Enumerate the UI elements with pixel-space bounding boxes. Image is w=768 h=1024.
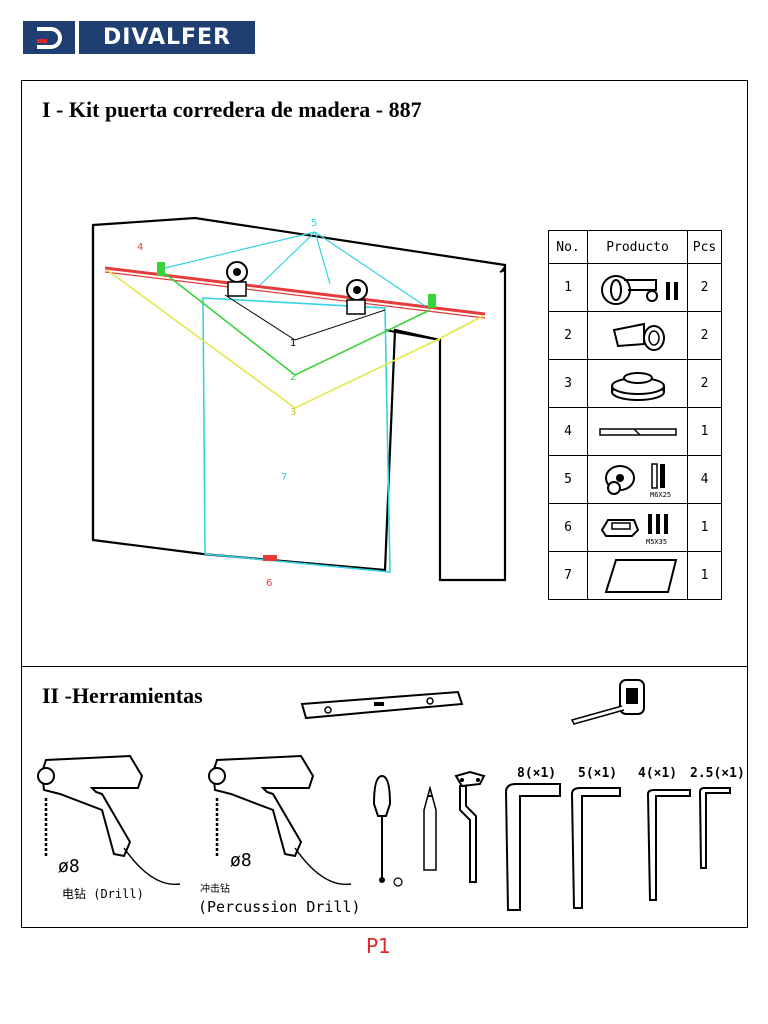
marker-6: 6 — [266, 578, 272, 589]
parts-table: No. Producto Pcs 1 2 2 2 3 2 4 1 5 M6X25 — [548, 230, 722, 600]
table-row: 2 2 — [548, 311, 722, 360]
content-frame — [21, 80, 748, 928]
screw-label: M6X25 — [650, 491, 671, 499]
table-row: 7 1 — [548, 551, 722, 600]
screw-label: M5X35 — [646, 538, 667, 546]
table-row: 3 2 — [548, 359, 722, 408]
marker-3: 3 — [290, 407, 296, 418]
table-row: 6 M5X35 1 — [548, 503, 722, 552]
row-no: 7 — [548, 551, 588, 600]
row-no: 5 — [548, 455, 588, 504]
table-row: 1 2 — [548, 263, 722, 312]
brand-name: DIVALFER — [79, 21, 255, 54]
hex-keys-icon — [504, 783, 731, 911]
percussion-drill-diameter: ø8 — [230, 850, 252, 871]
door-install-diagram: 5 4 1 2 3 7 6 — [91, 216, 507, 589]
brand-text: DIVALFER — [102, 25, 232, 50]
row-pcs: 2 — [687, 311, 722, 360]
row-no: 6 — [548, 503, 588, 552]
percussion-drill-label: (Percussion Drill) — [198, 898, 361, 916]
spirit-level-icon — [300, 690, 464, 720]
end-stop-icon — [587, 311, 688, 360]
section-divider — [21, 666, 748, 667]
wrench-icon — [454, 770, 486, 883]
row-no: 1 — [548, 263, 588, 312]
marker-7: 7 — [281, 472, 287, 483]
screwdriver-icon — [372, 774, 403, 887]
row-no: 2 — [548, 311, 588, 360]
marker-4: 4 — [137, 242, 143, 253]
wheel-hanger-icon — [587, 263, 688, 312]
door-panel-icon — [587, 551, 688, 600]
wall-bracket-icon: M6X25 — [587, 455, 688, 504]
table-row: 5 M6X25 4 — [548, 455, 722, 504]
row-pcs: 4 — [687, 455, 722, 504]
pencil-icon — [423, 786, 437, 871]
hex-key-2_5-label: 2.5(×1) — [690, 766, 745, 781]
header-no: No. — [548, 230, 588, 264]
percussion-drill-label-cn: 冲击钻 — [200, 884, 230, 895]
spacer-icon — [587, 359, 688, 408]
row-pcs: 2 — [687, 359, 722, 408]
hex-key-8-label: 8(×1) — [517, 766, 557, 781]
section2-title: II -Herramientas — [42, 683, 203, 708]
hex-key-5-label: 5(×1) — [578, 766, 618, 781]
drill-label: 电钻 (Drill) — [62, 887, 144, 901]
row-pcs: 1 — [687, 503, 722, 552]
rail-icon — [587, 407, 688, 456]
row-pcs: 2 — [687, 263, 722, 312]
row-pcs: 1 — [687, 407, 722, 456]
marker-5: 5 — [311, 218, 317, 229]
marker-2: 2 — [290, 372, 296, 383]
table-row: 4 1 — [548, 407, 722, 456]
section1-title: I - Kit puerta corredera de madera - 887 — [42, 97, 422, 122]
header-pcs: Pcs — [687, 230, 722, 264]
page-number: P1 — [366, 934, 391, 958]
drill-diameter: ø8 — [58, 856, 80, 877]
marker-1: 1 — [290, 338, 296, 349]
drill-icon — [37, 754, 181, 886]
tape-measure-icon — [570, 679, 645, 725]
header-product: Producto — [587, 230, 688, 264]
row-no: 4 — [548, 407, 588, 456]
row-pcs: 1 — [687, 551, 722, 600]
percussion-drill-icon — [208, 754, 352, 886]
hex-key-4-label: 4(×1) — [638, 766, 678, 781]
brand-logo: DIVALFER — [23, 21, 255, 54]
logo-mark-icon — [23, 21, 75, 54]
row-no: 3 — [548, 359, 588, 408]
floor-guide-icon: M5X35 — [587, 503, 688, 552]
